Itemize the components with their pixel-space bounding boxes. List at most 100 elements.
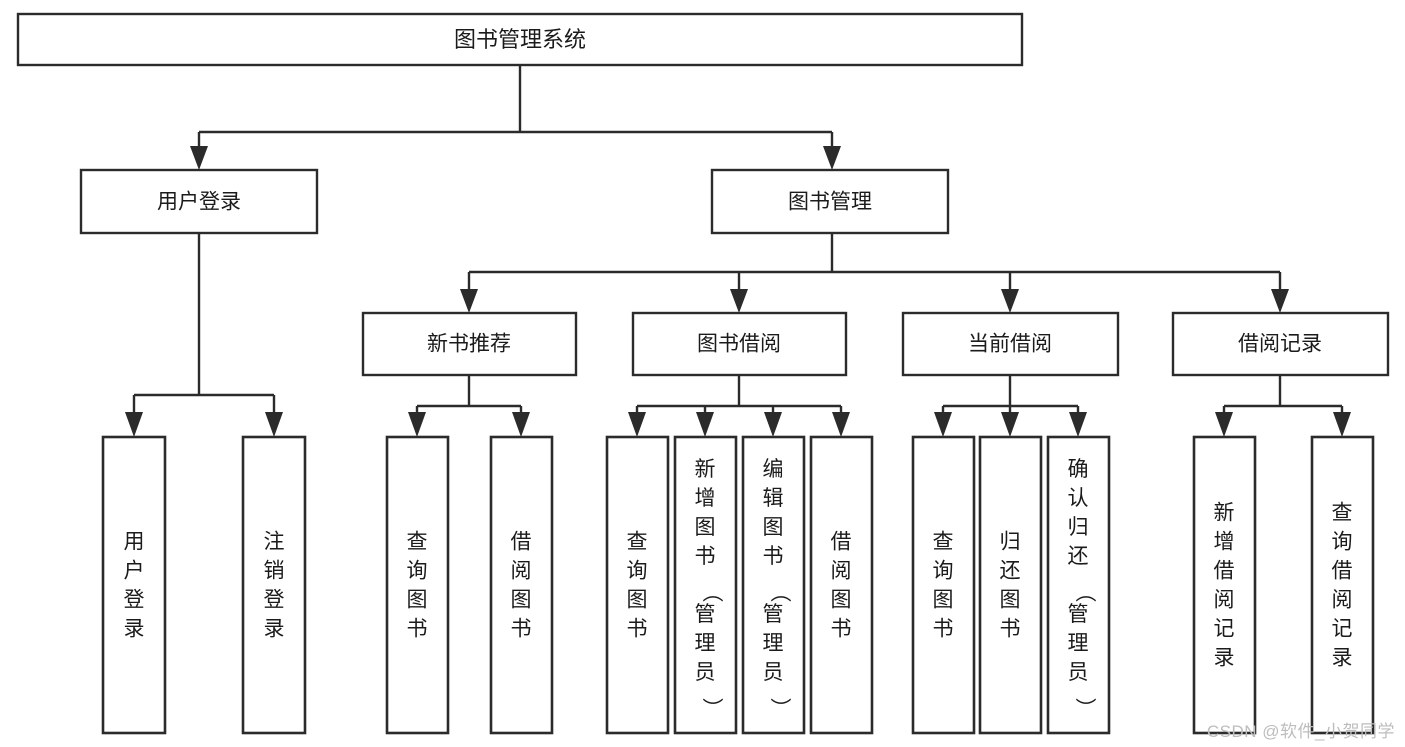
arrow-head-icon [1333, 412, 1351, 437]
leaf-label-glyph: 查 [627, 531, 648, 554]
arrow-head-icon [125, 412, 143, 437]
leaf-label-glyph: 录 [1332, 647, 1353, 670]
arrow-head-icon [730, 289, 748, 313]
leaf-label-glyph: 书 [831, 618, 852, 641]
arrow-head-icon [1001, 412, 1019, 437]
leaf-label-glyph: 理 [763, 632, 784, 655]
leaf-label-glyph: 员 [695, 661, 716, 684]
leaf-label-glyph: 借 [511, 531, 532, 554]
leaf-label-glyph: 图 [695, 516, 716, 539]
leaf-label-glyph: ） [700, 698, 723, 719]
leaf-label-glyph: 图 [1000, 589, 1021, 612]
connector-root-to-level2 [190, 65, 841, 170]
leaf-label-glyph: 阅 [1214, 589, 1235, 612]
leaf-label-vertical: 用户登录 [124, 531, 145, 641]
arrow-head-icon [1271, 289, 1289, 313]
arrow-head-icon [764, 412, 782, 437]
leaf-label-glyph: 归 [1068, 516, 1089, 539]
leaf-label-glyph: 员 [1068, 661, 1089, 684]
node-current-borrow[interactable]: 当前借阅 [901, 311, 1120, 377]
node-root[interactable]: 图书管理系统 [16, 12, 1024, 67]
leaf-label-glyph: 理 [1068, 632, 1089, 655]
node-borrow-record[interactable]: 借阅记录 [1171, 311, 1390, 377]
leaf-label-glyph: 书 [763, 545, 784, 568]
node-book-borrow[interactable]: 图书借阅 [631, 311, 848, 377]
leaf-label-glyph: 录 [1214, 647, 1235, 670]
leaf-label-glyph: 书 [1000, 618, 1021, 641]
leaf-label-glyph: 图 [933, 589, 954, 612]
arrow-head-icon [460, 289, 478, 313]
arrow-head-icon [190, 146, 208, 170]
leaf-label-glyph: ） [1073, 698, 1096, 719]
node-borrow-record-label: 借阅记录 [1238, 333, 1322, 356]
leaf-label-glyph: 增 [1214, 531, 1235, 554]
leaf-label-glyph: 还 [1068, 545, 1089, 568]
leaf-label-glyph: ） [768, 698, 791, 719]
arrow-head-icon [628, 412, 646, 437]
leaf-label-glyph: 登 [264, 589, 285, 612]
connector-newbook-to-leaves [408, 375, 530, 437]
leaf-label-glyph: 书 [407, 618, 428, 641]
node-new-book-recommend-label: 新书推荐 [427, 333, 511, 356]
leaf-label-glyph: 登 [124, 589, 145, 612]
leaf-label-glyph: 户 [124, 560, 145, 583]
leaf-label-glyph: 新 [695, 458, 716, 481]
leaf-label-glyph: 查 [407, 531, 428, 554]
leaf-label-glyph: 图 [831, 589, 852, 612]
leaf-label-glyph: 查 [1332, 502, 1353, 525]
arrow-head-icon [1001, 289, 1019, 313]
arrow-head-icon [408, 412, 426, 437]
connector-userlogin-to-leaves [125, 233, 283, 437]
leaf-label-glyph: 员 [763, 661, 784, 684]
leaf-label-glyph: 借 [831, 531, 852, 554]
arrow-head-icon [1069, 412, 1087, 437]
leaf-label-glyph: 阅 [1332, 589, 1353, 612]
leaf-label-glyph: 记 [1214, 618, 1235, 641]
leaf-label-glyph: 询 [1332, 531, 1353, 554]
leaf-label-glyph: （ [768, 582, 791, 603]
leaf-label-glyph: 管 [763, 603, 784, 626]
connector-bookborrow-to-leaves [628, 375, 850, 437]
leaf-node[interactable]: 用户登录 [101, 435, 167, 735]
leaf-label-glyph: 确 [1068, 458, 1089, 481]
connector-bookmgmt-to-level3 [460, 233, 1289, 313]
leaf-label-glyph: 录 [264, 618, 285, 641]
leaf-label-glyph: 记 [1332, 618, 1353, 641]
node-new-book-recommend[interactable]: 新书推荐 [361, 311, 578, 377]
leaf-label-glyph: 销 [264, 560, 285, 583]
leaf-label-glyph: 编 [763, 458, 784, 481]
leaf-label-glyph: 书 [695, 545, 716, 568]
leaf-label-glyph: （ [1073, 582, 1096, 603]
leaf-label-glyph: 理 [695, 632, 716, 655]
leaf-label-glyph: 归 [1000, 531, 1021, 554]
leaf-label-glyph: 管 [695, 603, 716, 626]
leaf-label-glyph: 书 [933, 618, 954, 641]
node-book-management-label: 图书管理 [788, 191, 872, 214]
node-current-borrow-label: 当前借阅 [968, 333, 1052, 356]
node-root-label: 图书管理系统 [454, 27, 586, 52]
arrow-head-icon [696, 412, 714, 437]
leaf-label-glyph: 借 [1332, 560, 1353, 583]
node-user-login[interactable]: 用户登录 [79, 168, 319, 235]
node-book-management[interactable]: 图书管理 [710, 168, 950, 235]
leaf-label-glyph: 询 [627, 560, 648, 583]
